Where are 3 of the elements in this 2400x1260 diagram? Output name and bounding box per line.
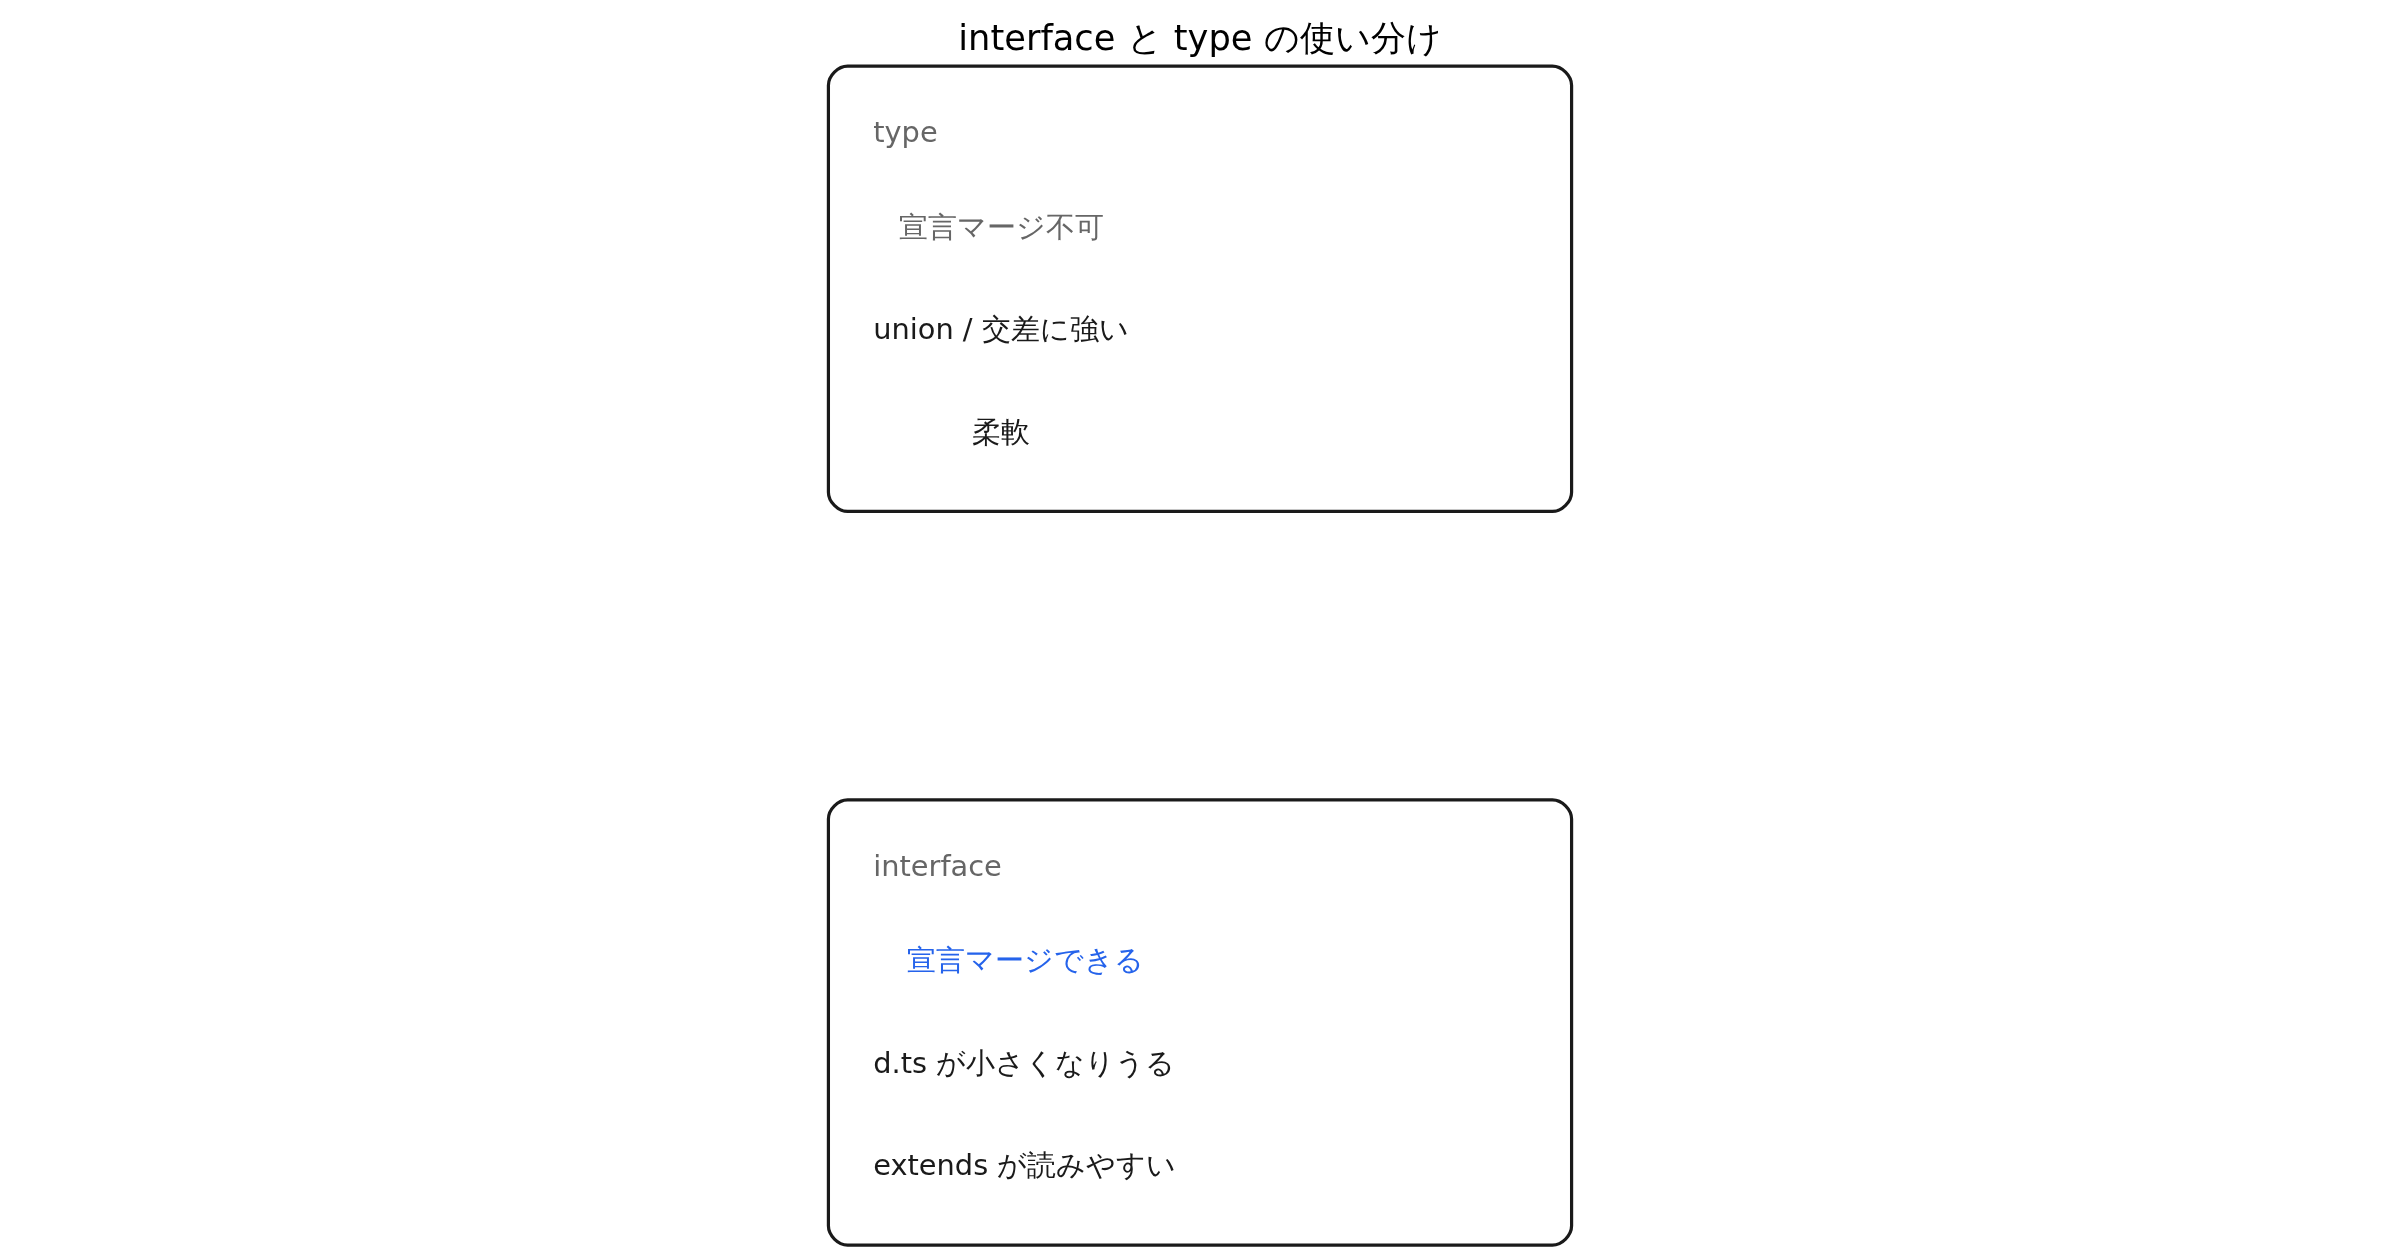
node-box: interface 宣言マージできる d.ts が小さくなりうる extends が読みやすい bbox=[826, 798, 1574, 1247]
diagram-title: interface と type の使い分け bbox=[958, 16, 1442, 58]
node-box: type 宣言マージ不可 union / 交差に強い 柔軟 bbox=[826, 64, 1574, 514]
